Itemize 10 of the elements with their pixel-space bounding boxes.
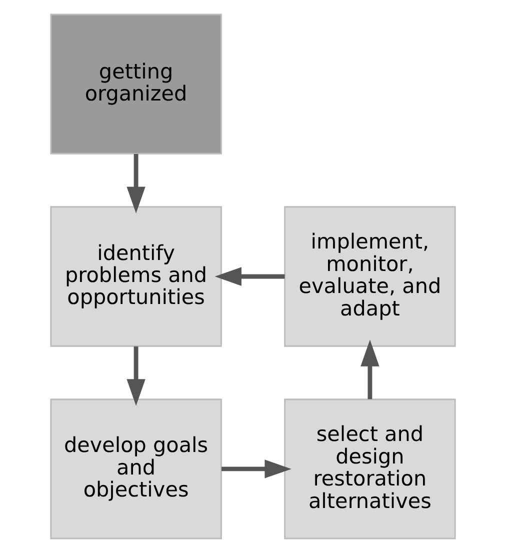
arrow <box>126 346 145 406</box>
node-box: implement, monitor, evaluate, and adapt <box>284 206 456 347</box>
node-box: identify problems and opportunities <box>50 206 222 347</box>
node-box: select and design restoration alternatives <box>284 398 456 540</box>
arrow <box>360 340 379 400</box>
node-box: develop goals and objectives <box>50 398 222 540</box>
arrow <box>214 267 284 286</box>
arrow <box>126 154 145 214</box>
arrow <box>220 460 291 478</box>
node-box: getting organized <box>50 14 222 154</box>
